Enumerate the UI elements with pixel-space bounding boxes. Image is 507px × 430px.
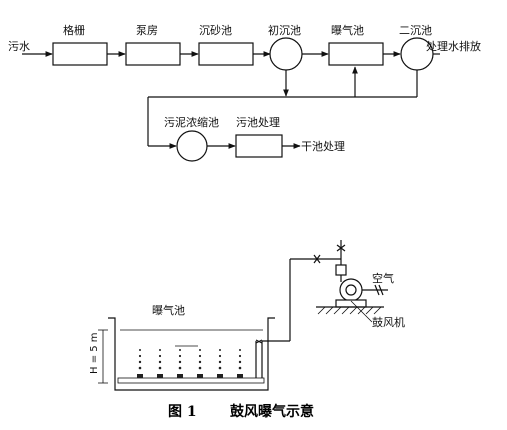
ground-hatch <box>317 306 382 315</box>
aeration-box <box>328 42 384 66</box>
primary-label: 初沉池 <box>268 23 301 37</box>
input-label: 污水 <box>8 40 30 53</box>
secondary-label: 二沉池 <box>399 24 432 37</box>
grit-label: 沉砂池 <box>199 24 232 37</box>
blower-impeller <box>345 284 357 296</box>
intake-filter <box>374 284 384 296</box>
grit-box <box>198 42 254 66</box>
height-label: H = 5 m <box>89 332 100 374</box>
dry-label: 干池处理 <box>301 140 345 153</box>
pump-box <box>125 42 181 66</box>
diffuser-pipe <box>117 377 265 384</box>
figure-title: 鼓风曝气示意 <box>230 403 314 420</box>
pump-label: 泵房 <box>136 24 158 37</box>
figure-number: 图 1 <box>168 404 197 420</box>
sludge-label: 污池处理 <box>236 116 280 129</box>
inlet-valve <box>255 339 263 344</box>
output-label: 处理水排放 <box>426 39 481 53</box>
blower-leader <box>350 300 373 323</box>
tank-wall <box>108 317 275 391</box>
thickener-label: 污泥浓缩池 <box>164 116 219 129</box>
blower-valve <box>336 244 346 252</box>
sludge-box <box>235 134 283 158</box>
grid-label: 格栅 <box>63 23 85 37</box>
air-label: 空气 <box>372 271 394 285</box>
grid-box <box>52 42 108 66</box>
thickener-circle <box>176 130 208 162</box>
tank-label: 曝气池 <box>152 303 185 317</box>
air-valve <box>313 254 321 264</box>
diffuser-bubbles <box>137 349 243 378</box>
primary-circle <box>269 37 303 71</box>
blower-label: 鼓风机 <box>372 315 405 329</box>
check-valve <box>335 264 347 276</box>
aeration-label: 曝气池 <box>331 23 364 37</box>
